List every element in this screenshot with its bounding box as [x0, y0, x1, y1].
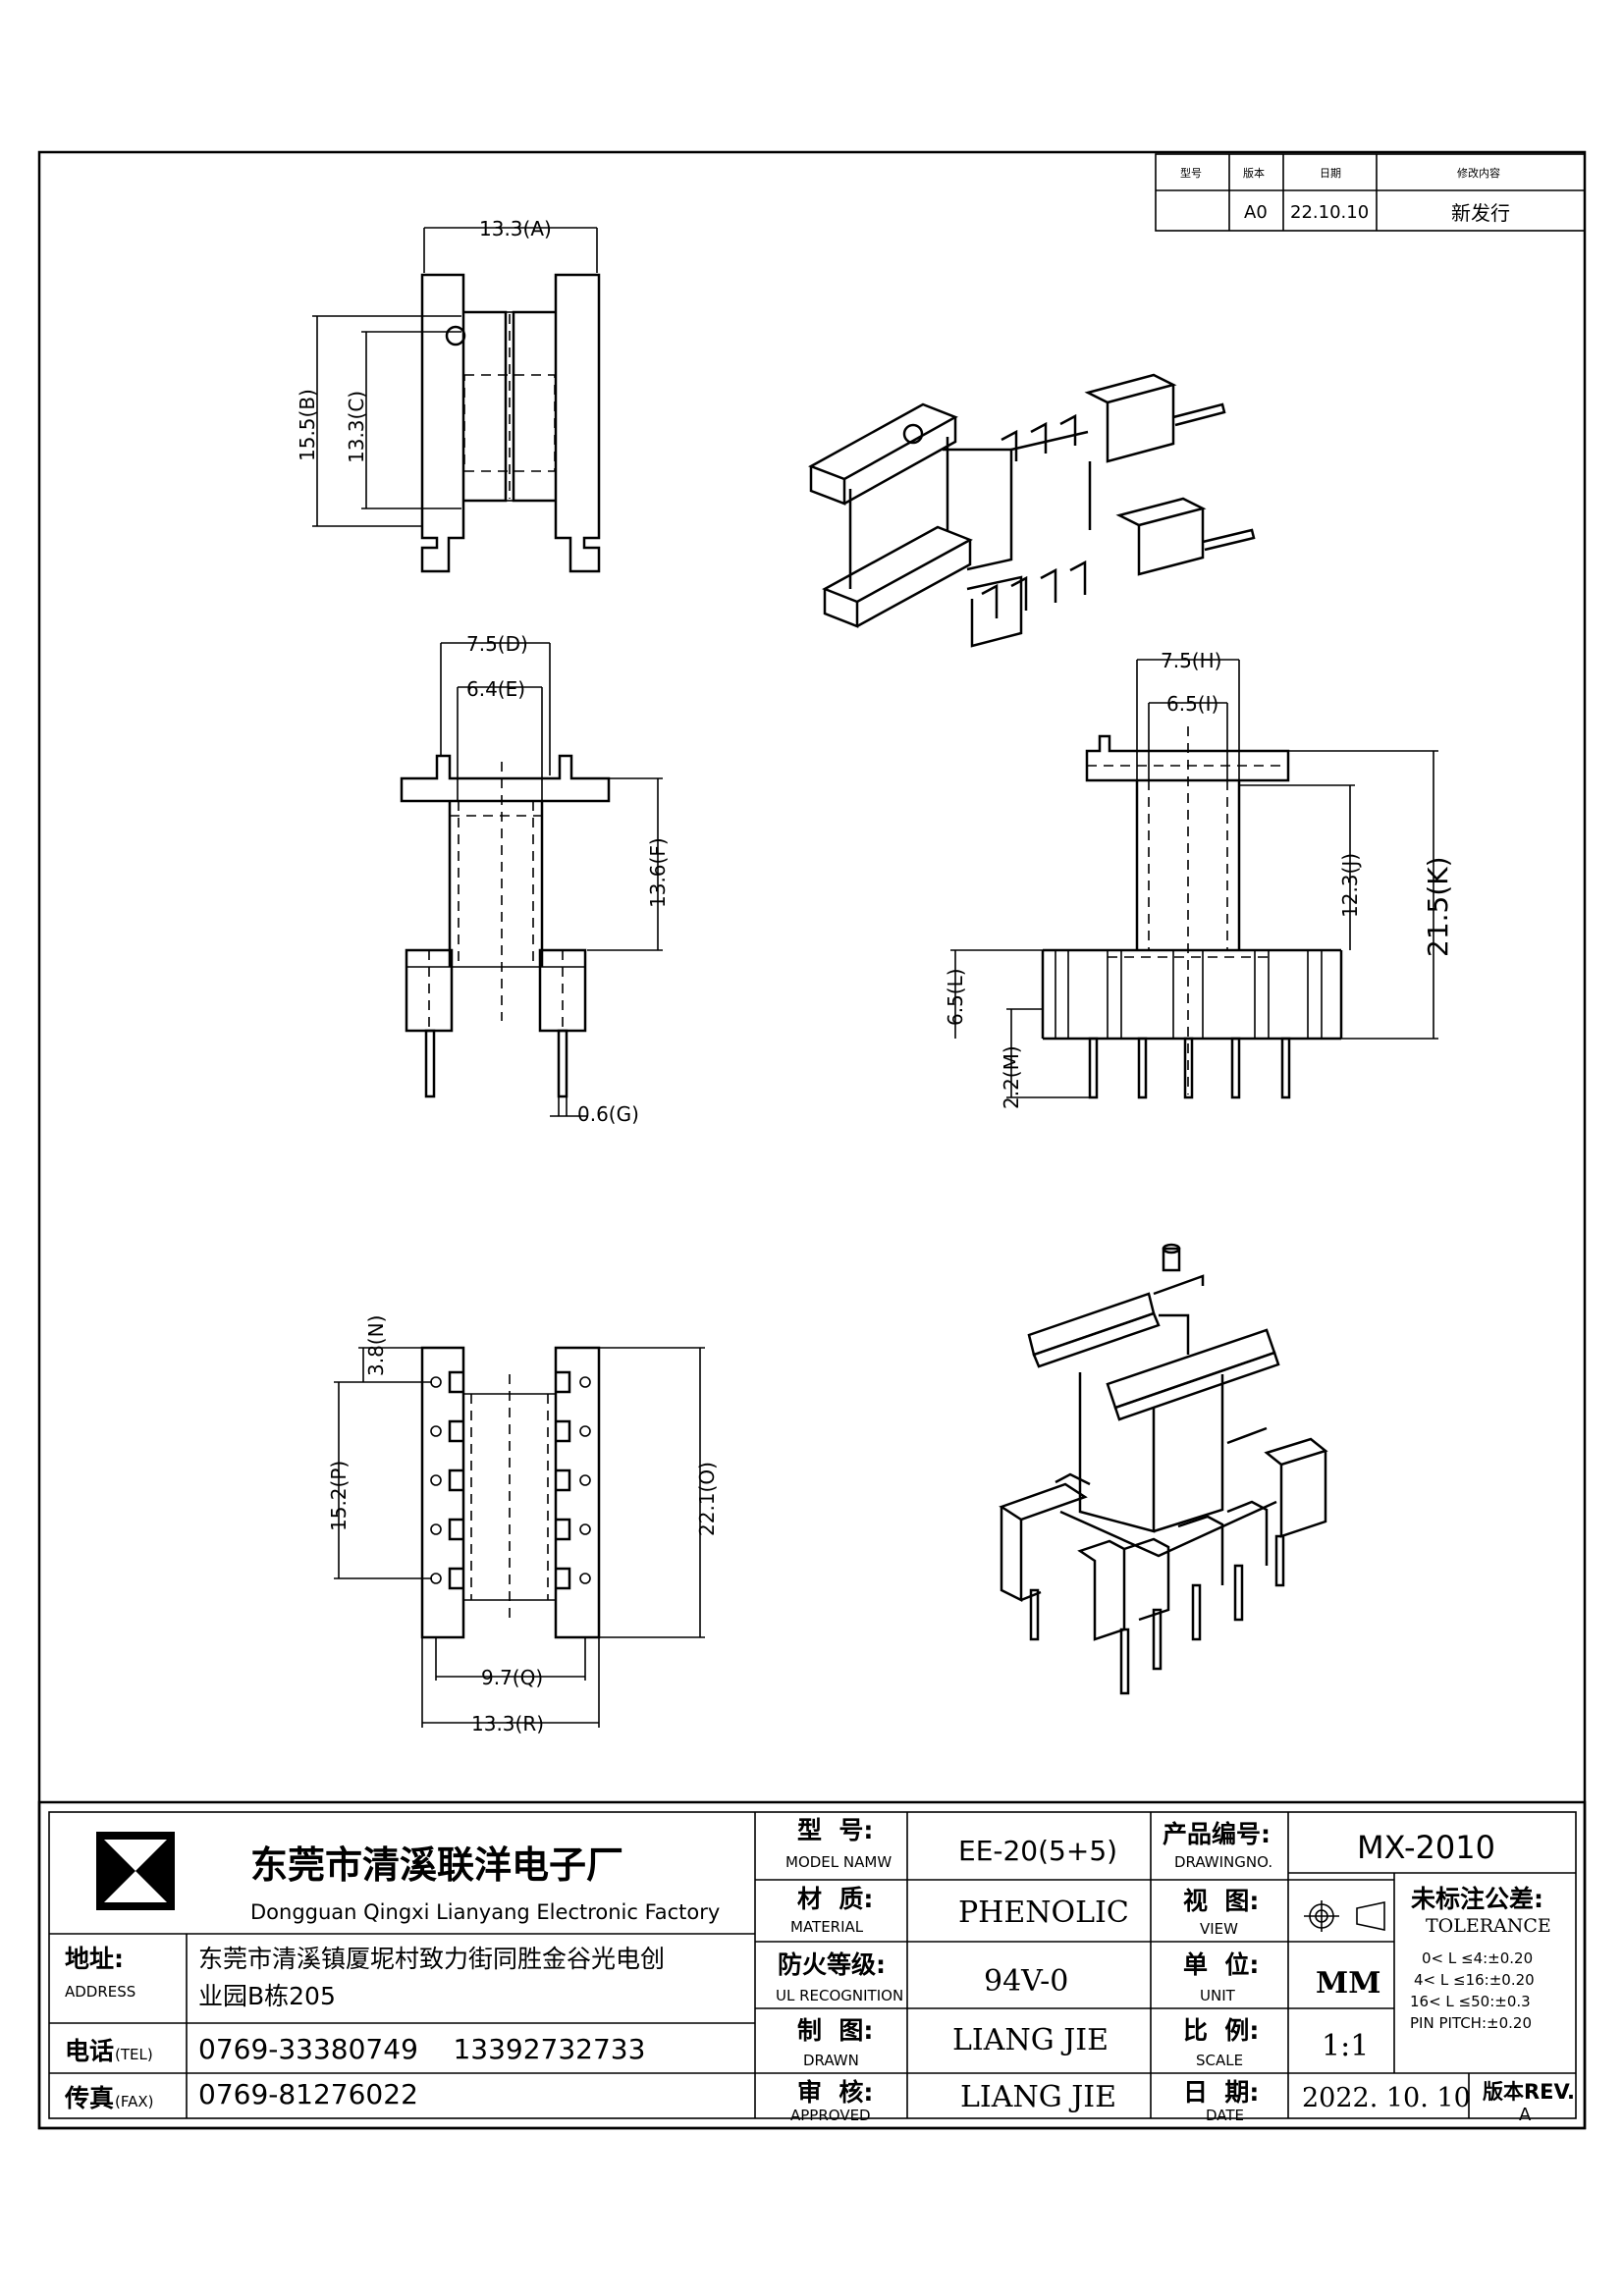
dim-H: 7.5(H)	[1161, 649, 1221, 672]
address-line-2: 业园B栋205	[198, 1982, 336, 2010]
fax-value: 0769-81276022	[198, 2078, 418, 2110]
drawingno-label-en: DRAWINGNO.	[1174, 1853, 1272, 1871]
rev-header-changes: 修改内容	[1457, 166, 1500, 180]
dim-R: 13.3(R)	[471, 1712, 544, 1735]
fax-label-en: (FAX)	[115, 2093, 154, 2110]
company-logo	[96, 1832, 175, 1910]
date-label-en: DATE	[1206, 2107, 1244, 2124]
front-view-left: 7.5(D) 6.4(E) 13.6(F) 0.6(G)	[400, 632, 670, 1126]
dim-B: 15.5(B)	[296, 389, 319, 461]
material-label-en: MATERIAL	[790, 1918, 864, 1936]
dim-A: 13.3(A)	[479, 217, 552, 240]
tolerance-line-3: 16< L ≤50:±0.3	[1410, 1993, 1531, 2010]
scale-label-en: SCALE	[1196, 2052, 1243, 2069]
dim-D: 7.5(D)	[466, 632, 528, 656]
top-view: 13.3(A) 15.5(B) 13.3(C)	[296, 217, 601, 573]
rev-label: 版本REV.	[1483, 2080, 1575, 2104]
date-label-cn: 日 期:	[1183, 2078, 1259, 2107]
drawingno-value: MX-2010	[1357, 1829, 1495, 1866]
drawingno-label-cn: 产品编号:	[1163, 1820, 1271, 1848]
dim-P: 15.2(P)	[327, 1461, 351, 1531]
dim-I: 6.5(I)	[1166, 692, 1218, 716]
tolerance-line-1: 0< L ≤4:±0.20	[1422, 1949, 1533, 1967]
dim-E: 6.4(E)	[466, 677, 525, 701]
rev-header-model: 型号	[1180, 166, 1202, 180]
dim-K: 21.5(K)	[1422, 856, 1454, 957]
dim-N: 3.8(N)	[364, 1315, 388, 1376]
dim-G: 0.6(G)	[577, 1102, 639, 1126]
company-name-en: Dongguan Qingxi Lianyang Electronic Fact…	[250, 1900, 720, 1924]
drawn-label-cn: 制 图:	[797, 2016, 873, 2045]
model-value: EE-20(5+5)	[958, 1835, 1117, 1867]
dim-F: 13.6(F)	[646, 837, 670, 908]
approved-label-cn: 审 核:	[797, 2078, 873, 2107]
tel-label-cn: 电话	[65, 2037, 114, 2065]
model-label-en: MODEL NAMW	[785, 1853, 892, 1871]
dim-J: 12.3(J)	[1338, 853, 1362, 918]
isometric-view-1	[808, 373, 1256, 648]
view-label-en: VIEW	[1200, 1920, 1238, 1938]
unit-value: MM	[1316, 1966, 1380, 2001]
rev-changes: 新发行	[1451, 201, 1510, 225]
model-label-cn: 型 号:	[797, 1816, 873, 1844]
address-line-1: 东莞市清溪镇厦坭村致力街同胜金谷光电创	[198, 1945, 665, 1973]
material-label-cn: 材 质:	[797, 1885, 873, 1913]
rev-value: A	[1519, 2105, 1532, 2125]
rev-version: A0	[1244, 202, 1268, 223]
dim-O: 22.1(O)	[695, 1462, 719, 1536]
tolerance-label-cn: 未标注公差:	[1411, 1885, 1543, 1913]
approved-value: LIANG JIE	[960, 2080, 1116, 2114]
bottom-view: 3.8(N) 22.1(O) 15.2(P) 9.7(Q) 13.3(R)	[327, 1315, 719, 1735]
dim-L: 6.5(L)	[944, 968, 967, 1026]
tolerance-label-en: TOLERANCE	[1426, 1915, 1551, 1937]
rev-date: 22.10.10	[1290, 202, 1369, 223]
title-block: 东莞市清溪联洋电子厂 Dongguan Qingxi Lianyang Elec…	[37, 1800, 1587, 2130]
side-view-right: 7.5(H) 6.5(I) 12.3(J) 21.5(K) 6.5(L) 2.2…	[944, 649, 1454, 1109]
rev-header-date: 日期	[1320, 167, 1341, 180]
ul-label-cn: 防火等级:	[778, 1950, 886, 1979]
unit-label-cn: 单 位:	[1183, 1950, 1259, 1979]
drawn-label-en: DRAWN	[803, 2052, 859, 2069]
approved-label-en: APPROVED	[790, 2107, 871, 2124]
first-angle-projection-icon	[1304, 1900, 1385, 1932]
dim-C: 13.3(C)	[345, 391, 368, 463]
dim-M: 2.2(M)	[1000, 1045, 1023, 1109]
tolerance-line-2: 4< L ≤16:±0.20	[1414, 1971, 1535, 1989]
scale-label-cn: 比 例:	[1183, 2016, 1259, 2045]
rev-header-version: 版本	[1243, 166, 1265, 180]
scale-value: 1:1	[1322, 2029, 1369, 2063]
tel-label-en: (TEL)	[115, 2046, 153, 2063]
fax-label-cn: 传真	[64, 2084, 114, 2112]
revision-table: 型号 版本 日期 修改内容 A0 22.10.10 新发行	[1155, 153, 1586, 232]
ul-value: 94V-0	[984, 1964, 1068, 1999]
drawn-value: LIANG JIE	[952, 2023, 1109, 2057]
date-value: 2022. 10. 10	[1302, 2083, 1471, 2113]
address-label-cn: 地址:	[65, 1945, 124, 1973]
ul-label-en: UL RECOGNITION	[776, 1987, 903, 2004]
company-name-cn: 东莞市清溪联洋电子厂	[250, 1843, 623, 1887]
tolerance-line-4: PIN PITCH:±0.20	[1410, 2014, 1532, 2032]
view-label-cn: 视 图:	[1183, 1887, 1259, 1915]
isometric-view-2	[999, 1243, 1328, 1695]
material-value: PHENOLIC	[958, 1896, 1129, 1930]
address-label-en: ADDRESS	[65, 1983, 135, 2001]
tel-value: 0769-33380749 13392732733	[198, 2033, 645, 2065]
unit-label-en: UNIT	[1200, 1987, 1236, 2004]
dim-Q: 9.7(Q)	[481, 1666, 543, 1689]
